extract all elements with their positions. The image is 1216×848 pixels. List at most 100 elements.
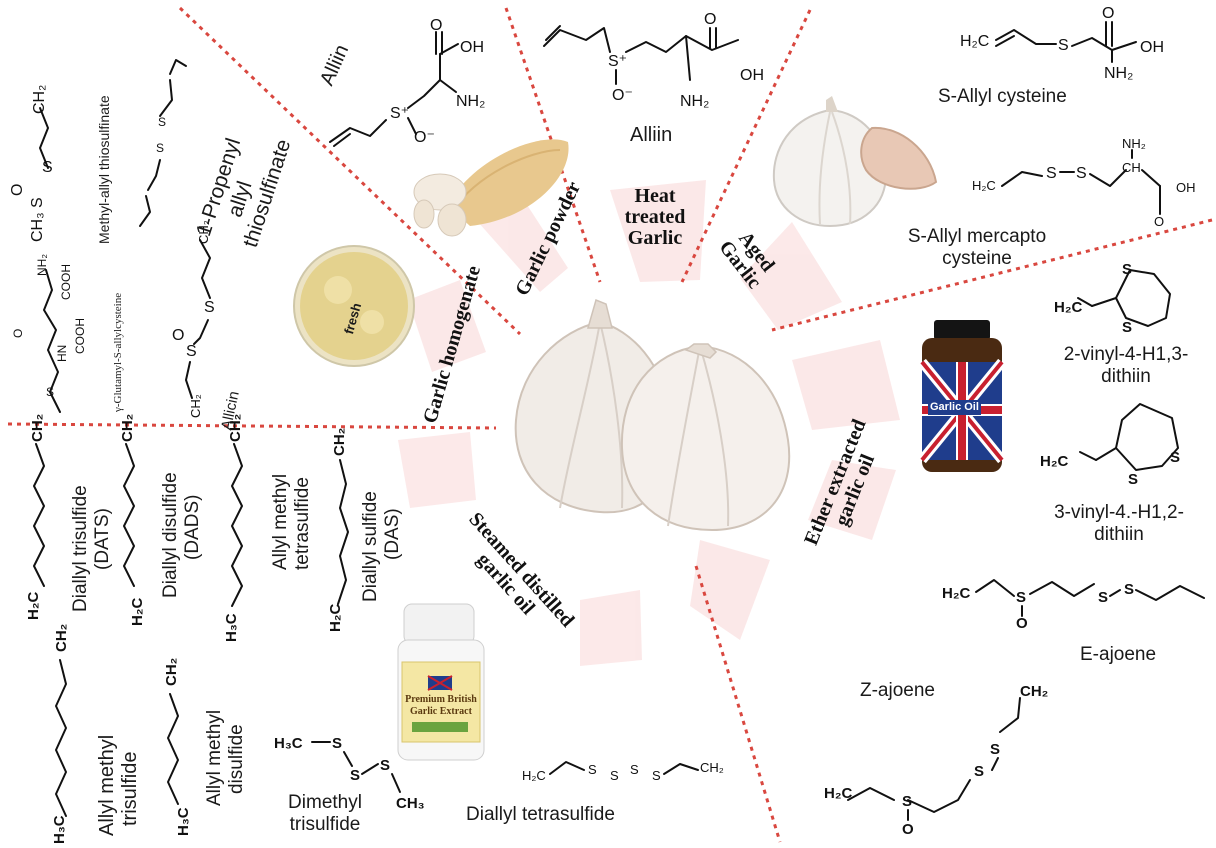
heat-treated-line-2: treated [624, 206, 686, 228]
svg-text:CH₂: CH₂ [1020, 683, 1048, 700]
svg-text:O: O [1016, 615, 1028, 632]
svg-text:CH₂: CH₂ [119, 414, 136, 442]
label-allyl-methyl-tetrasulfide: Allyl methyl tetrasulfide [270, 474, 314, 570]
label-allyl-methyl-trisulfide: Allyl methyl trisulfide [96, 735, 142, 836]
svg-text:COOH: COOH [73, 318, 87, 354]
garlic-extract-bottle-image [397, 603, 485, 761]
svg-text:H₂C: H₂C [1054, 299, 1082, 316]
svg-text:O: O [704, 11, 716, 28]
label-dats: Diallyl trisulfide (DATS) [70, 485, 114, 612]
garlic-powder-image [413, 139, 569, 237]
svg-text:H₃C: H₃C [274, 735, 303, 752]
svg-text:CH₂: CH₂ [227, 414, 244, 442]
alliin-structure-1: O OH NH₂ S⁺ O⁻ [329, 17, 485, 147]
dmts-line-1: Dimethyl [288, 792, 362, 813]
vinyl13-line-1: 2-vinyl-4-H1,3- [1063, 344, 1189, 365]
label-dimethyl-trisulfide: Dimethyl trisulfide [270, 792, 380, 836]
svg-text:CH₂: CH₂ [163, 658, 180, 686]
dads-line-1: Diallyl disulfide [160, 472, 181, 598]
svg-text:CH₂: CH₂ [31, 85, 48, 114]
allyl-methyl-trisulfide-structure: CH₂ H₃C [51, 624, 70, 844]
central-garlic-icon [514, 298, 791, 532]
svg-text:O: O [430, 17, 442, 34]
svg-text:H₃C: H₃C [175, 807, 192, 836]
svg-text:S: S [350, 767, 360, 784]
dmts-line-2: trisulfide [289, 813, 361, 835]
label-z-ajoene: Z-ajoene [860, 680, 935, 701]
svg-text:S⁺: S⁺ [390, 105, 409, 122]
svg-text:S: S [1122, 261, 1132, 278]
dats-line-2: (DATS) [91, 508, 113, 570]
label-vinyl-12-dithiin: 3-vinyl-4.-H1,2- dithiin [1034, 502, 1204, 546]
extract-line-1: Premium British [405, 694, 477, 705]
svg-text:S: S [1098, 589, 1108, 606]
svg-text:O: O [902, 821, 914, 838]
das-line-2: (DAS) [381, 508, 403, 560]
svg-text:CH₃: CH₃ [29, 212, 46, 242]
label-s-allyl-cysteine: S-Allyl cysteine [938, 86, 1067, 107]
heat-treated-line-1: Heat [634, 185, 676, 207]
svg-text:S: S [332, 735, 342, 752]
methyl-allyl-thiosulfinate-structure: CH₂ S S O CH₃ [9, 85, 53, 242]
amt3-line-2: trisulfide [119, 751, 141, 826]
svg-text:S: S [1122, 319, 1132, 336]
amd-line-2: disulfide [225, 724, 247, 794]
svg-text:H₂C: H₂C [522, 768, 546, 783]
mercapto-line-1: S-Allyl mercapto [907, 226, 1047, 247]
svg-text:S: S [1058, 37, 1069, 54]
svg-text:NH₂: NH₂ [456, 93, 485, 110]
svg-text:O⁻: O⁻ [612, 87, 633, 104]
svg-text:OH: OH [1140, 39, 1164, 56]
vinyl-12-dithiin-structure: S S H₂C [1040, 403, 1180, 488]
label-vinyl-13-dithiin: 2-vinyl-4-H1,3- dithiin [1046, 344, 1206, 388]
amts-line-2: tetrasulfide [291, 477, 313, 570]
svg-text:O: O [172, 327, 184, 344]
svg-text:S⁺: S⁺ [608, 53, 627, 70]
label-glutamyl-s-allylcysteine: γ-Glutamyl-S-allylcysteine [112, 292, 124, 412]
svg-text:S: S [1170, 449, 1180, 466]
svg-text:CH₂: CH₂ [53, 624, 70, 652]
svg-text:S: S [974, 763, 984, 780]
allyl-methyl-tetrasulfide-structure: CH₂ H₃C [223, 414, 244, 642]
svg-text:S: S [46, 385, 54, 399]
vinyl-13-dithiin-structure: S S H₂C [1054, 261, 1171, 336]
svg-text:S: S [29, 197, 46, 208]
das-line-1: Diallyl sulfide [360, 491, 381, 602]
heat-treated-line-3: Garlic [627, 227, 683, 249]
svg-text:CH₂: CH₂ [700, 760, 724, 775]
svg-text:O: O [11, 329, 25, 338]
sector-tints [398, 180, 900, 666]
alliin-structure-2: O OH NH₂ S⁺ O⁻ [543, 11, 764, 110]
svg-text:H₂C: H₂C [129, 598, 146, 626]
svg-text:O⁻: O⁻ [414, 129, 435, 146]
svg-text:S: S [588, 762, 597, 777]
label-diallyl-tetrasulfide: Diallyl tetrasulfide [466, 804, 615, 825]
svg-text:S: S [902, 793, 912, 810]
label-allyl-methyl-disulfide: Allyl methyl disulfide [204, 710, 248, 806]
svg-text:NH₂: NH₂ [680, 93, 709, 110]
svg-text:CH: CH [1122, 160, 1141, 175]
fresh-garlic-dish-image [293, 245, 415, 367]
garlic-extract-bottle-label: Premium British Garlic Extract [402, 694, 480, 717]
svg-text:CH₃: CH₃ [396, 795, 425, 812]
svg-text:CH₂: CH₂ [29, 414, 46, 442]
das-structure: CH₂ H₂C [327, 428, 349, 632]
dimethyl-trisulfide-structure: H₃C S S S CH₃ [274, 735, 425, 812]
diallyl-tetrasulfide-structure: H₂C S S S S CH₂ [522, 760, 724, 783]
amts-line-1: Allyl methyl [270, 473, 291, 570]
vinyl13-line-2: dithiin [1101, 365, 1151, 387]
s-allyl-mercapto-cysteine-structure: H₂C S S CH NH₂ O OH [972, 136, 1196, 229]
label-das: Diallyl sulfide (DAS) [360, 491, 404, 602]
label-e-ajoene: E-ajoene [1080, 644, 1157, 665]
s-allyl-cysteine-structure: H₂C S O OH NH₂ [960, 5, 1164, 82]
label-methyl-allyl-thiosulfinate: Methyl-allyl thiosulfinate [96, 95, 112, 244]
svg-text:OH: OH [740, 67, 764, 84]
svg-text:S: S [186, 343, 197, 360]
label-s-allyl-mercapto-cysteine: S-Allyl mercapto cysteine [892, 226, 1062, 270]
svg-text:H₂C: H₂C [942, 585, 970, 602]
svg-text:S: S [1076, 165, 1087, 182]
svg-text:S: S [380, 757, 390, 774]
svg-text:H₃C: H₃C [223, 613, 240, 642]
